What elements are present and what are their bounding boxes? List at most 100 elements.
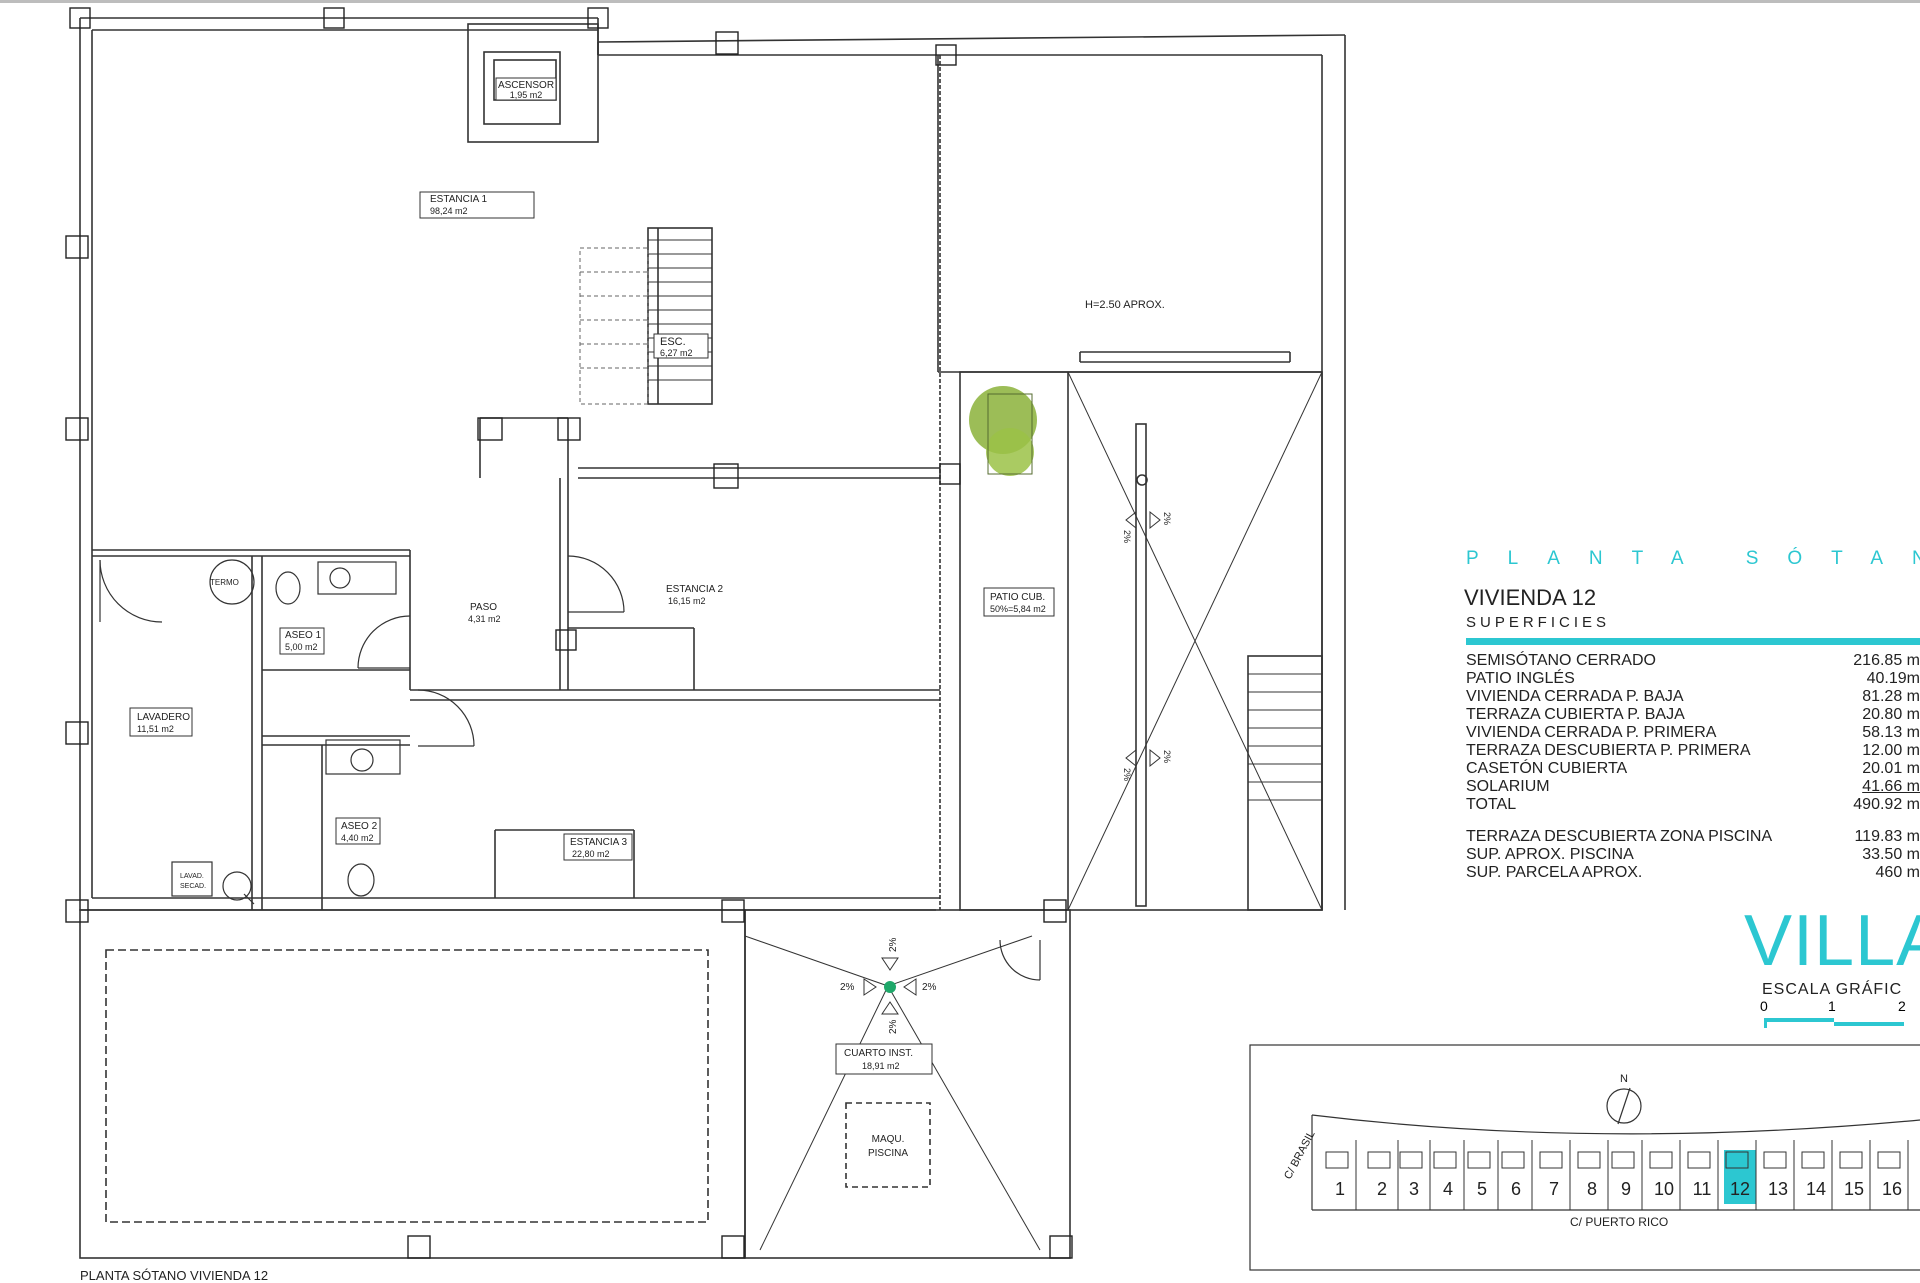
area-value: 119.83 m: [1854, 828, 1920, 845]
secad-label: SECAD.: [180, 883, 206, 890]
scale-number-2: 2: [1898, 998, 1906, 1014]
aseo1-area: 5,00 m2: [285, 642, 318, 652]
esc-label: ESC.: [660, 336, 686, 348]
street-puerto-rico: C/ PUERTO RICO: [1570, 1215, 1668, 1229]
lot-number: 7: [1549, 1179, 1559, 1199]
area-row: TERRAZA DESCUBIERTA P. PRIMERA 12.00 m: [1466, 742, 1920, 760]
area-label: SUP. PARCELA APROX.: [1466, 864, 1643, 881]
area-row: SUP. PARCELA APROX. 460 m: [1466, 864, 1920, 882]
area-label: SOLARIUM: [1466, 778, 1550, 795]
north-label: N: [1620, 1073, 1628, 1085]
lot-house: [1877, 1151, 1901, 1169]
lot-house: [1467, 1151, 1491, 1169]
accent-bar: [1466, 638, 1920, 645]
area-value: 460 m: [1875, 864, 1920, 881]
tree-icon: [969, 386, 1037, 476]
vivienda-title: VIVIENDA 12: [1464, 585, 1597, 610]
paso-label: PASO: [470, 602, 497, 613]
maqu-label: MAQU.: [872, 1134, 905, 1145]
patio-label: PATIO CUB.: [990, 592, 1045, 603]
area-value: 20.01 m: [1862, 760, 1920, 777]
aseo2-area: 4,40 m2: [341, 833, 374, 843]
lot-number: 13: [1768, 1179, 1788, 1199]
lot-number: 6: [1511, 1179, 1521, 1199]
aseo2-label: ASEO 2: [341, 821, 378, 832]
area-label: VIVIENDA CERRADA P. BAJA: [1466, 688, 1684, 705]
area-label: TOTAL: [1466, 796, 1517, 813]
cuarto-label: CUARTO INST.: [844, 1048, 913, 1059]
lot-number: 16: [1882, 1179, 1902, 1199]
cuarto-area: 18,91 m2: [862, 1061, 900, 1071]
area-row: TOTAL 490.92 m: [1466, 796, 1920, 814]
lot-house: [1367, 1151, 1391, 1169]
lot-house: [1501, 1151, 1525, 1169]
lot-house: [1611, 1151, 1635, 1169]
piscina-label: PISCINA: [868, 1148, 908, 1159]
esc-area: 6,27 m2: [660, 348, 693, 358]
height-note: H=2.50 APROX.: [1085, 299, 1165, 311]
slope-label-patio-1: 2%: [1122, 530, 1132, 543]
lot-house: [1577, 1151, 1601, 1169]
area-label: CASETÓN CUBIERTA: [1466, 760, 1628, 777]
area-row: SOLARIUM 41.66 m: [1466, 778, 1920, 796]
slope-label-bottom: 2%: [888, 1019, 899, 1034]
area-value: 216.85 m: [1853, 652, 1920, 669]
lavadero-label: LAVADERO: [137, 712, 190, 723]
lot-number: 8: [1587, 1179, 1597, 1199]
termo-label: TERMO: [210, 578, 239, 587]
lot-highlight: [1724, 1150, 1756, 1204]
lot-number: 12: [1730, 1179, 1750, 1199]
area-value: 33.50 m: [1862, 846, 1920, 863]
scale-number-1: 1: [1828, 998, 1836, 1014]
lot-number: 11: [1693, 1179, 1712, 1199]
slope-label-top: 2%: [888, 937, 899, 952]
slope-label-patio-4: 2%: [1162, 750, 1172, 763]
brand-logo: VILLA: [1744, 901, 1920, 981]
lot-house: [1725, 1151, 1749, 1169]
ascensor-area: 1,95 m2: [510, 90, 543, 100]
lot-number: 2: [1377, 1179, 1387, 1199]
area-value: 40.19m: [1866, 670, 1920, 687]
area-label: SUP. APROX. PISCINA: [1466, 846, 1634, 863]
lot-house: [1539, 1151, 1563, 1169]
lot-number: 10: [1654, 1179, 1674, 1199]
paso-area: 4,31 m2: [468, 614, 501, 624]
estancia3-label: ESTANCIA 3: [570, 837, 627, 848]
lot-number: 1: [1335, 1179, 1345, 1199]
area-row: TERRAZA DESCUBIERTA ZONA PISCINA 119.83 m: [1466, 828, 1920, 846]
area-value: 490.92 m: [1853, 796, 1920, 813]
lot-house: [1801, 1151, 1825, 1169]
lot-house: [1399, 1151, 1423, 1169]
area-row: CASETÓN CUBIERTA 20.01 m: [1466, 760, 1920, 778]
area-value: 12.00 m: [1862, 742, 1920, 759]
lavad-label: LAVAD.: [180, 873, 204, 880]
area-label: VIVIENDA CERRADA P. PRIMERA: [1466, 724, 1717, 741]
patio-area: 50%=5,84 m2: [990, 604, 1046, 614]
area-value: 58.13 m: [1862, 724, 1920, 741]
estancia3-area: 22,80 m2: [572, 849, 610, 859]
estancia1-label: ESTANCIA 1: [430, 194, 487, 205]
lot-number: 15: [1844, 1179, 1864, 1199]
slope-label-patio-3: 2%: [1122, 768, 1132, 781]
superficies-label: SUPERFICIES: [1466, 614, 1611, 631]
slope-label-right: 2%: [922, 982, 937, 993]
ascensor-label: ASCENSOR: [498, 80, 554, 91]
lot-house: [1433, 1151, 1457, 1169]
lot-house: [1687, 1151, 1711, 1169]
lot-number: 14: [1806, 1179, 1826, 1199]
lot-house: [1649, 1151, 1673, 1169]
aseo1-label: ASEO 1: [285, 630, 322, 641]
area-label: TERRAZA DESCUBIERTA P. PRIMERA: [1466, 742, 1751, 759]
slope-label-left: 2%: [840, 982, 855, 993]
area-value: 41.66 m: [1862, 778, 1920, 795]
lot-house: [1325, 1151, 1349, 1169]
area-label: TERRAZA DESCUBIERTA ZONA PISCINA: [1466, 828, 1773, 845]
lot-number: 4: [1443, 1179, 1453, 1199]
lavadero-area: 11,51 m2: [137, 724, 174, 734]
